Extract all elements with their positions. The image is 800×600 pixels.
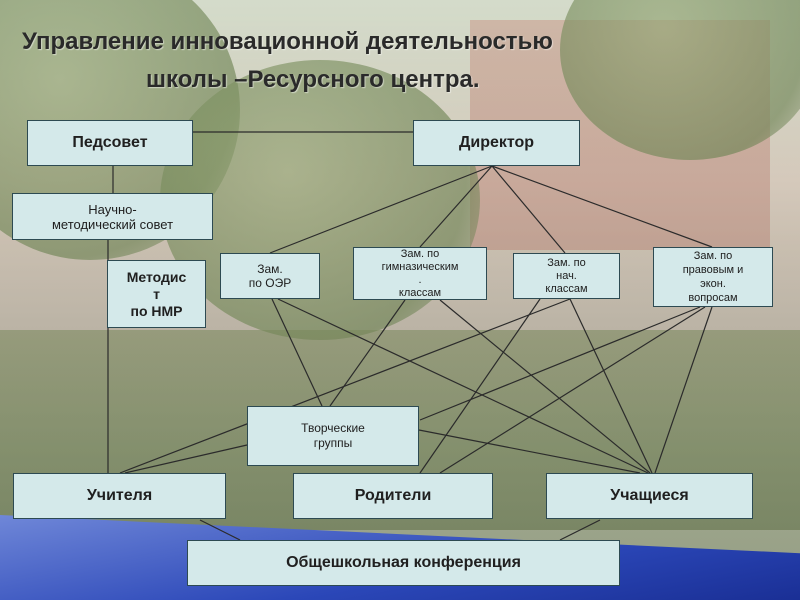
node-label: Общешкольная конференция	[286, 554, 521, 571]
node-scientific-methodical-council[interactable]: Научно- методический совет	[12, 193, 213, 240]
node-parents[interactable]: Родители	[293, 473, 493, 519]
node-creative-groups[interactable]: Творческие группы	[247, 406, 419, 466]
link-nach-students	[569, 298, 653, 474]
node-school-conference[interactable]: Общешкольная конференция	[187, 540, 620, 586]
link-students-conf	[559, 519, 601, 541]
node-label: Зам. по ОЭР	[248, 262, 292, 290]
node-zam-primary[interactable]: Зам. по нач. классам	[513, 253, 620, 299]
link-nach-parents	[419, 298, 541, 474]
node-label: Научно- методический совет	[51, 201, 174, 232]
node-label: Зам. по нач. классам	[545, 256, 588, 295]
node-pedsovet[interactable]: Педсовет	[27, 120, 193, 166]
title-line-2: школы –Ресурсного центра.	[146, 66, 480, 93]
link-director-zam-gymn	[419, 165, 493, 248]
node-director[interactable]: Директор	[413, 120, 580, 166]
node-label: Учителя	[86, 487, 153, 504]
node-label: Творческие группы	[301, 421, 365, 450]
node-label: Учащиеся	[610, 487, 689, 504]
node-label: Методис т по НМР	[126, 268, 187, 319]
link-director-zam-prav	[491, 165, 713, 248]
link-director-zam-oer	[269, 165, 493, 254]
node-label: Зам. по правовым и экон. вопросам	[682, 250, 744, 304]
node-students[interactable]: Учащиеся	[546, 473, 753, 519]
node-teachers[interactable]: Учителя	[13, 473, 226, 519]
link-oer-students	[277, 298, 649, 474]
link-prav-parents	[439, 306, 706, 474]
link-tvorch-teachers	[124, 444, 248, 474]
link-gymn-tvorch	[329, 299, 406, 407]
node-label: Педсовет	[72, 134, 148, 151]
link-director-zam-nach	[491, 165, 566, 254]
node-methodist[interactable]: Методис т по НМР	[107, 260, 206, 328]
node-label: Родители	[354, 487, 432, 504]
node-zam-gymnasium[interactable]: Зам. по гимназическим . классам	[353, 247, 487, 300]
node-zam-oer[interactable]: Зам. по ОЭР	[220, 253, 320, 299]
link-nach-teachers	[119, 298, 571, 474]
link-gymn-students	[439, 299, 651, 474]
node-label: Директор	[458, 134, 535, 151]
link-teachers-conf	[199, 519, 241, 541]
link-oer-tvorch	[271, 298, 323, 407]
title-line-1: Управление инновационной деятельностью	[22, 28, 553, 55]
node-label: Зам. по гимназическим . классам	[381, 247, 459, 299]
link-prav-students	[654, 306, 713, 474]
link-prav-tvorch	[419, 306, 701, 421]
node-zam-legal-economic[interactable]: Зам. по правовым и экон. вопросам	[653, 247, 773, 307]
link-tvorch-students	[418, 429, 641, 474]
